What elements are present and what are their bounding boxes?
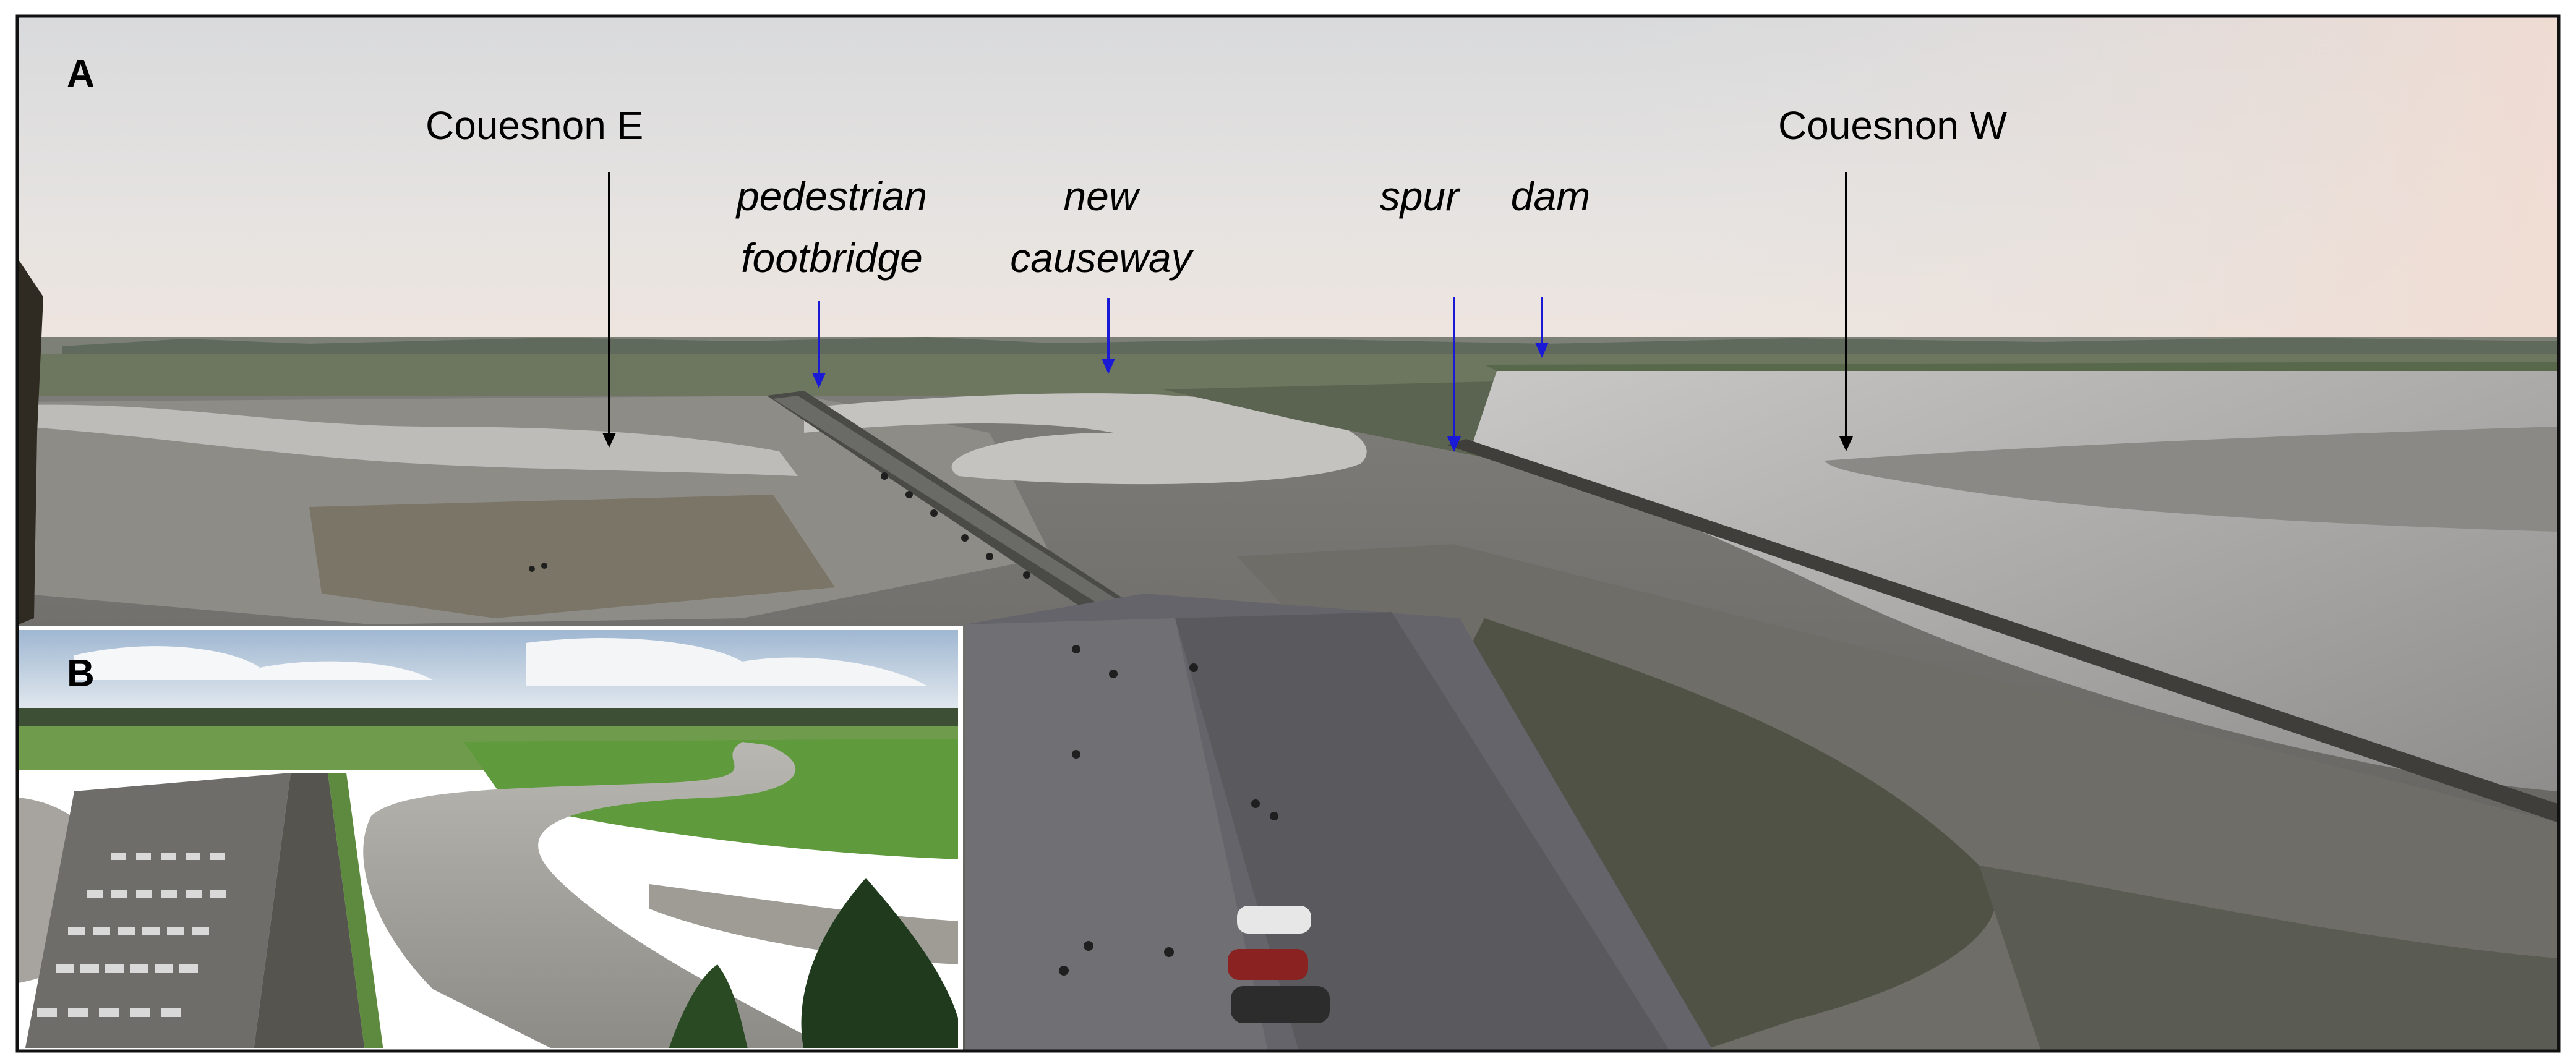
label-spur: spur — [1380, 173, 1461, 452]
label-couesnon-w: Couesnon W — [1778, 103, 2008, 451]
label-new-causeway: new causeway — [1010, 173, 1194, 374]
figure-border — [15, 14, 2561, 1053]
dam-arrowhead — [1535, 343, 1549, 358]
label-dam: dam — [1511, 173, 1590, 358]
causeway-line2-text: causeway — [1010, 235, 1194, 281]
couesnon-e-text: Couesnon E — [426, 103, 643, 148]
causeway-line1-text: new — [1063, 173, 1140, 219]
panel-b: B — [14, 626, 963, 1052]
spur-text: spur — [1380, 173, 1461, 219]
dam-text: dam — [1511, 173, 1590, 219]
pedestrian-arrowhead — [812, 373, 826, 388]
couesnon-e-arrowhead — [602, 433, 616, 448]
pedestrian-line1-text: pedestrian — [735, 173, 927, 219]
panel-a-letter: A — [67, 53, 95, 95]
pedestrian-line2-text: footbridge — [741, 235, 923, 281]
label-pedestrian-footbridge: pedestrian footbridge — [735, 173, 927, 388]
causeway-arrowhead — [1102, 359, 1115, 374]
couesnon-w-arrowhead — [1839, 436, 1853, 451]
label-couesnon-e: Couesnon E — [426, 103, 643, 448]
spur-arrowhead — [1447, 436, 1461, 452]
panel-b-photo — [19, 629, 959, 1051]
panel-b-letter: B — [67, 652, 95, 695]
couesnon-w-text: Couesnon W — [1778, 103, 2008, 148]
panel-a-photo — [19, 17, 2557, 1051]
